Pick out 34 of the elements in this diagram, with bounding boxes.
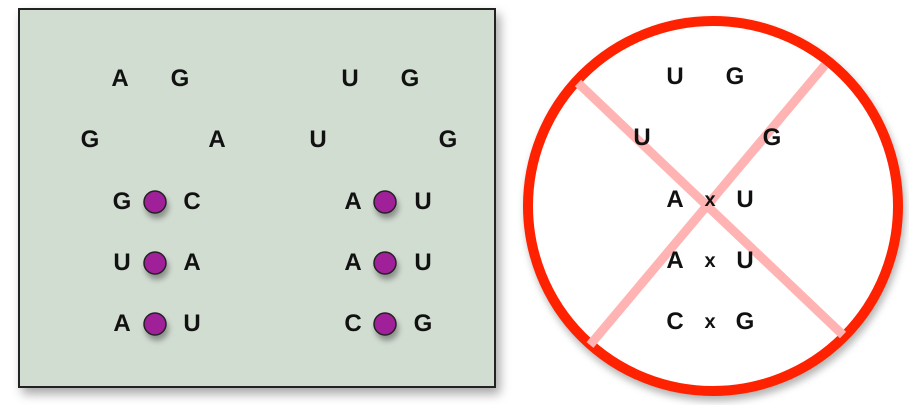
base-letter: G — [80, 128, 100, 152]
base-letter: U — [414, 251, 432, 275]
base-letter: G — [762, 126, 782, 150]
base-letter: A — [666, 188, 684, 212]
base-letter: U — [183, 312, 201, 336]
mismatch-mark: x — [704, 312, 716, 332]
base-letter: U — [113, 251, 131, 275]
base-letter: U — [736, 249, 754, 273]
base-letter: G — [726, 65, 744, 89]
base-letter: A — [113, 312, 131, 336]
panel-box — [18, 8, 496, 388]
base-letter: G — [736, 310, 754, 334]
base-letter: U — [341, 67, 359, 91]
base-letter: G — [112, 190, 132, 214]
base-letter: U — [414, 190, 432, 214]
base-letter: G — [438, 128, 458, 152]
base-letter: A — [183, 251, 201, 275]
base-letter: U — [633, 126, 651, 150]
base-letter: U — [666, 65, 684, 89]
base-letter: A — [111, 67, 129, 91]
base-letter: C — [666, 310, 684, 334]
base-letter: G — [170, 67, 190, 91]
base-letter: G — [400, 67, 420, 91]
base-letter: G — [414, 312, 432, 336]
base-letter: A — [666, 249, 684, 273]
base-letter: A — [344, 251, 362, 275]
base-letter: C — [183, 190, 201, 214]
base-letter: A — [344, 190, 362, 214]
base-letter: U — [736, 188, 754, 212]
base-letter: C — [344, 312, 362, 336]
base-letter: A — [208, 128, 226, 152]
mismatch-mark: x — [704, 190, 716, 210]
base-letter: U — [309, 128, 327, 152]
mismatch-mark: x — [704, 251, 716, 271]
